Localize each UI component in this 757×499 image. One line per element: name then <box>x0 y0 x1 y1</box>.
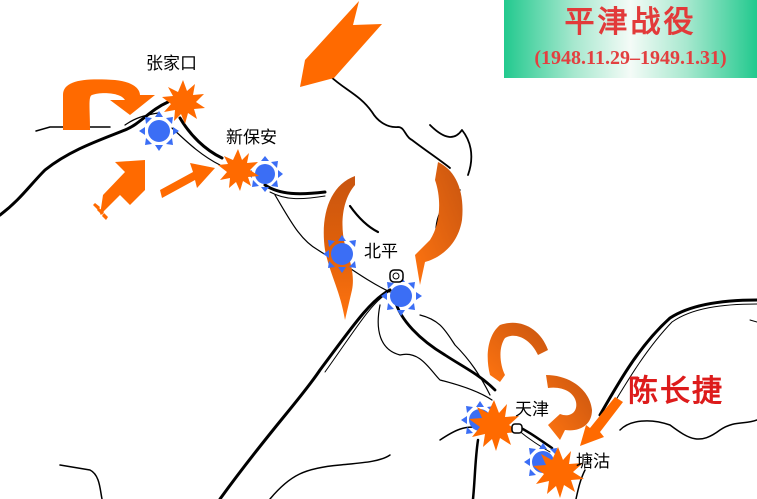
encircling-arrows <box>323 162 592 440</box>
attack-arrows <box>63 1 623 446</box>
city-seal-icon <box>389 269 404 283</box>
city-seals <box>389 269 523 434</box>
railway-west <box>0 100 170 217</box>
railway-zhangjiakou-xinbaoan <box>178 116 224 160</box>
river-north <box>329 75 451 169</box>
map-title: 平津战役 <box>564 5 697 40</box>
kmt-garrison-sun-icon <box>381 276 422 316</box>
campaign-dates: (1948.11.29–1949.1.31) <box>534 47 727 69</box>
kmt-garrison-sun-icon <box>323 235 356 273</box>
battle-bursts <box>162 80 584 498</box>
encircling-arrow-icon <box>415 162 463 285</box>
attack-arrow-icon <box>580 397 623 446</box>
attack-arrow-icon <box>300 1 382 87</box>
river-south-west <box>59 464 103 499</box>
city-seal-icon <box>511 423 523 434</box>
city-label-zhangjiakou: 张家口 <box>146 54 197 74</box>
kmt-garrison-sun-icon <box>139 111 179 151</box>
river-south <box>269 454 391 499</box>
city-label-tianjin: 天津 <box>515 400 549 420</box>
explosion-burst-icon <box>218 149 259 191</box>
encircling-arrow-icon <box>546 375 592 440</box>
title-banner: 平津战役 (1948.11.29–1949.1.31) <box>504 0 757 78</box>
railway-coast <box>598 298 757 417</box>
explosion-burst-icon <box>469 400 520 451</box>
u-turn-arrow-icon <box>63 79 155 130</box>
kmt-garrison-sun-icon <box>247 156 283 192</box>
city-label-tanggu: 塘沽 <box>576 452 610 472</box>
explosion-burst-icon <box>533 447 584 498</box>
railway-xinbaoan-beiping <box>263 183 327 196</box>
coastline <box>619 419 757 440</box>
commander-label: 陈长捷 <box>628 374 724 409</box>
terrain-lines <box>0 75 757 499</box>
encircling-arrow-icon <box>487 322 548 382</box>
city-label-xinbaoan: 新保安 <box>226 128 277 148</box>
railway-beiping-southwest <box>218 288 392 499</box>
attack-arrow-icon <box>100 160 145 215</box>
attack-arrow-icon <box>160 163 215 198</box>
city-label-beiping: 北平 <box>364 242 398 262</box>
explosion-burst-icon <box>162 80 205 124</box>
